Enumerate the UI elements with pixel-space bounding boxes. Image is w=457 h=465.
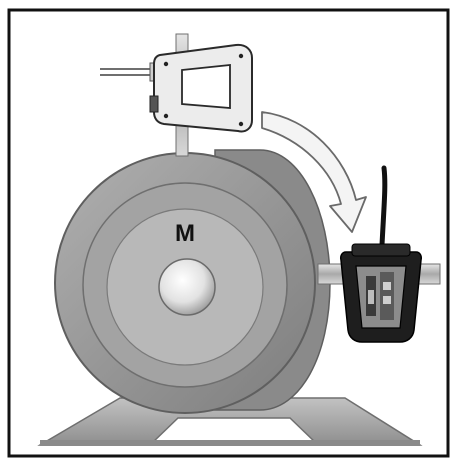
motor-label: M [175, 220, 195, 247]
mount-sensor-icon [150, 45, 252, 132]
motor-housing: M [55, 150, 330, 413]
motor-hub [159, 259, 215, 315]
